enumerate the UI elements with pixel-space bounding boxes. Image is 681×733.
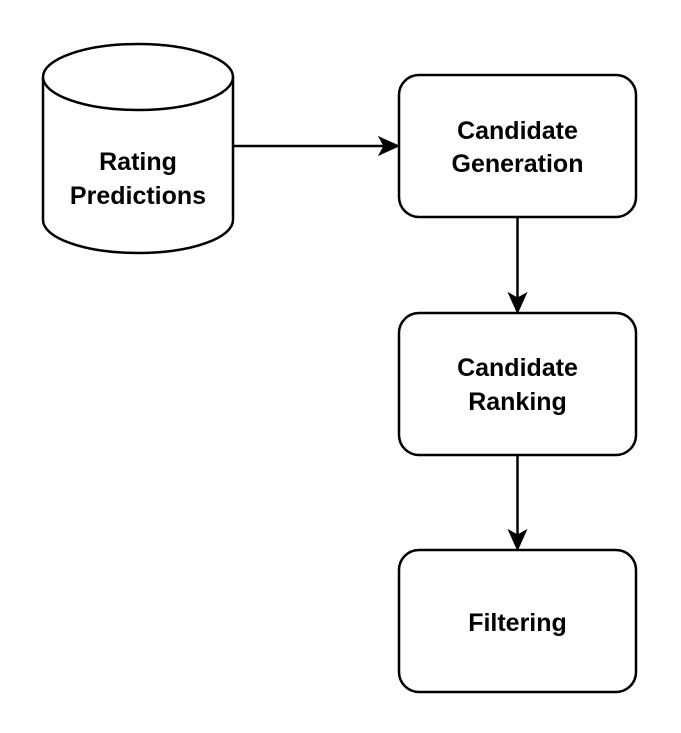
node-filtering[interactable]: Filtering — [397, 548, 638, 694]
node-candidate-ranking[interactable]: Candidate Ranking — [397, 311, 638, 457]
edge-ranking-to-filtering — [507, 455, 528, 552]
node-candidate-generation[interactable]: Candidate Generation — [397, 73, 638, 219]
arrowhead-right-icon — [377, 135, 401, 157]
node-label-line1: Filtering — [468, 609, 567, 637]
arrowhead-down-icon — [507, 291, 528, 315]
node-label-line2: Ranking — [468, 388, 567, 416]
edge-generation-to-ranking — [507, 217, 528, 315]
edge-rating-to-generation — [233, 135, 401, 157]
node-label-line1: Candidate — [457, 117, 578, 145]
node-label-line1: Rating — [99, 148, 177, 176]
node-box — [397, 73, 638, 219]
node-box — [397, 311, 638, 457]
node-rating-predictions[interactable]: Rating Predictions — [41, 42, 235, 255]
cylinder-top — [41, 42, 235, 112]
arrowhead-down-icon — [507, 528, 528, 552]
node-label-line2: Generation — [452, 150, 584, 178]
node-label-line1: Candidate — [457, 354, 578, 382]
cylinder-body — [41, 77, 235, 255]
node-label-line2: Predictions — [70, 182, 206, 210]
